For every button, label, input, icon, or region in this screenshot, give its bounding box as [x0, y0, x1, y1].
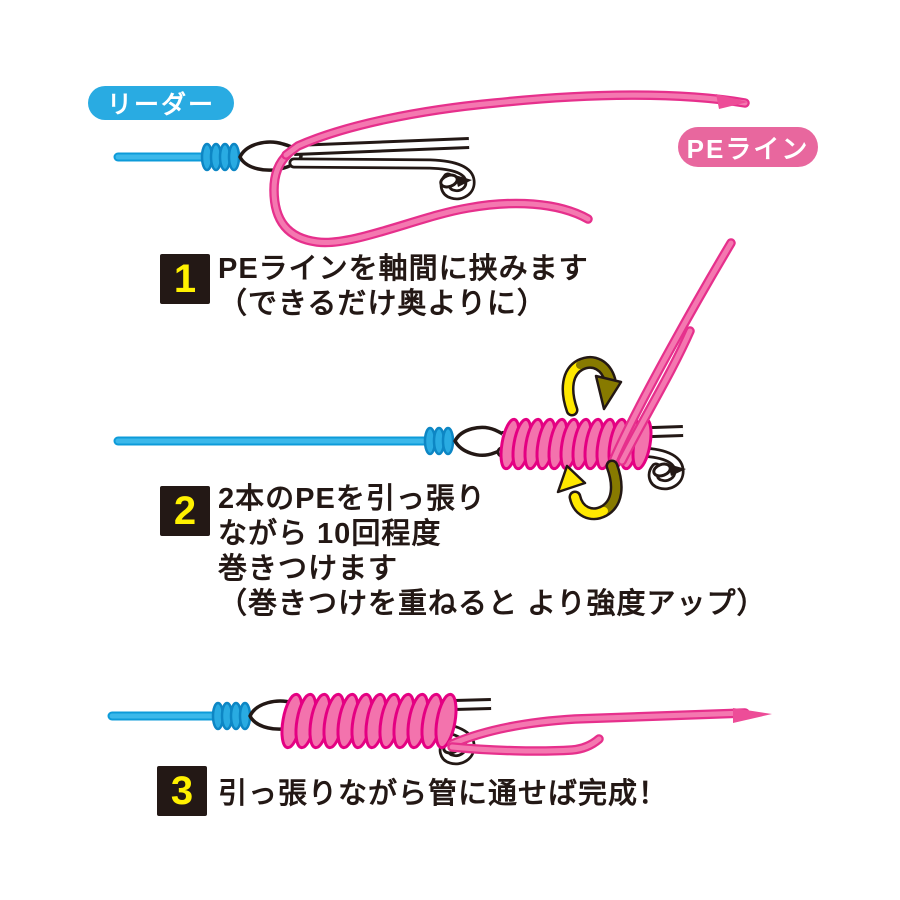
snap-hook-tip — [455, 175, 472, 187]
pe-line-through-tube — [447, 708, 772, 756]
pe-line-tapered-end — [716, 94, 748, 109]
step2-line1: 2本のPEを引っ張り — [218, 483, 486, 515]
step2-number: 2 — [173, 489, 197, 533]
step1-number-badge: 1 — [160, 254, 210, 304]
pe-line-wraps — [280, 692, 458, 750]
diagram-step3 — [107, 692, 772, 766]
step2-text: 2本のPEを引っ張り ながら 10回程度 巻きつけます （巻きつけを重ねると よ… — [218, 482, 766, 622]
pe-line-tapered-end — [733, 708, 772, 723]
pe-line-label-badge: PEライン — [678, 127, 818, 167]
arrowhead-up — [556, 464, 587, 494]
step3-text: 引っ張りながら管に通せば完成！ — [218, 777, 668, 812]
step1-line2: （できるだけ奥よりに） — [218, 288, 547, 320]
rotation-arrow-top — [561, 355, 623, 417]
leader-knot — [423, 426, 455, 456]
leader-knot — [211, 701, 252, 731]
step2-line3: 巻きつけます — [218, 553, 399, 585]
step2-line2: ながら 10回程度 — [218, 518, 442, 550]
pe-line-loop — [269, 90, 750, 248]
pe-line-label-text: PEライン — [686, 133, 810, 164]
diagram-step1 — [113, 90, 750, 248]
pe-line-tag-ends — [609, 238, 736, 466]
step3-number-badge: 3 — [157, 766, 207, 816]
rotation-arrow-bottom — [556, 459, 623, 521]
arrowhead-down — [594, 374, 623, 411]
step1-line1: PEラインを軸間に挟みます — [218, 253, 589, 285]
leader-knot — [200, 142, 241, 172]
step3-number: 3 — [170, 769, 194, 813]
diagram-step2 — [113, 238, 736, 521]
snap-hook-tip — [668, 464, 686, 476]
step2-number-badge: 2 — [160, 486, 210, 536]
step1-text: PEラインを軸間に挟みます （できるだけ奥よりに） — [218, 252, 589, 322]
step2-line4: （巻きつけを重ねると より強度アップ） — [218, 588, 767, 620]
step3-line1: 引っ張りながら管に通せば完成！ — [218, 778, 669, 810]
step1-number: 1 — [173, 257, 197, 301]
leader-label-badge: リーダー — [88, 86, 234, 120]
leader-label-text: リーダー — [106, 91, 215, 119]
